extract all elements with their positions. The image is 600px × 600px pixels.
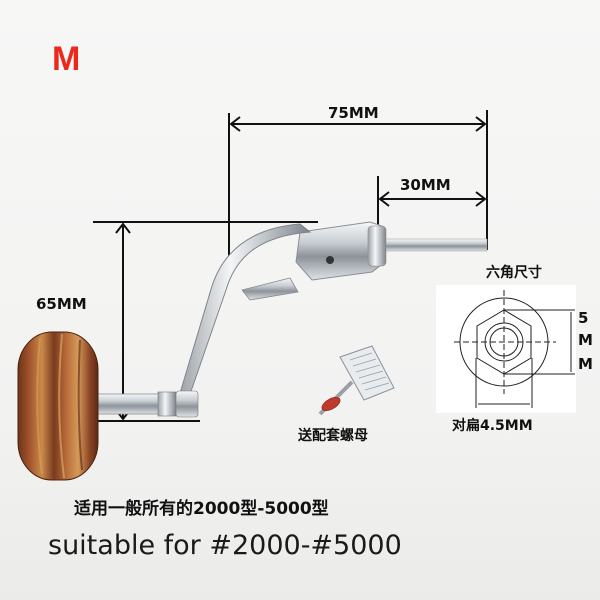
hex-spec-title: 六角尺寸 [486, 265, 542, 281]
dimension-label-75mm: 75MM [328, 104, 379, 122]
size-tag: M [52, 40, 81, 78]
hex-spec-panel [436, 285, 576, 413]
hex-height-unit-2: M [578, 355, 593, 373]
handle-shaft [384, 238, 488, 252]
knob-axle [85, 390, 199, 418]
accessory-caption: 送配套螺母 [298, 428, 368, 444]
hex-height-unit-1: M [578, 331, 593, 349]
handle-head [241, 221, 387, 301]
dimension-30mm [377, 176, 487, 228]
dimension-75mm [228, 110, 488, 258]
dimension-label-30mm: 30MM [400, 176, 451, 194]
hex-across-flats-label: 对扁4.5MM [452, 418, 533, 434]
compatibility-chinese: 适用一般所有的2000型-5000型 [74, 499, 329, 519]
hex-height-digit: 5 [578, 309, 589, 327]
wood-knob [17, 331, 99, 481]
compatibility-english: suitable for #2000-#5000 [48, 530, 402, 561]
accessory-nut [318, 345, 395, 416]
hex-nut-drawing [454, 290, 575, 408]
handle-arm [177, 223, 312, 401]
dimension-label-65mm: 65MM [36, 295, 87, 313]
